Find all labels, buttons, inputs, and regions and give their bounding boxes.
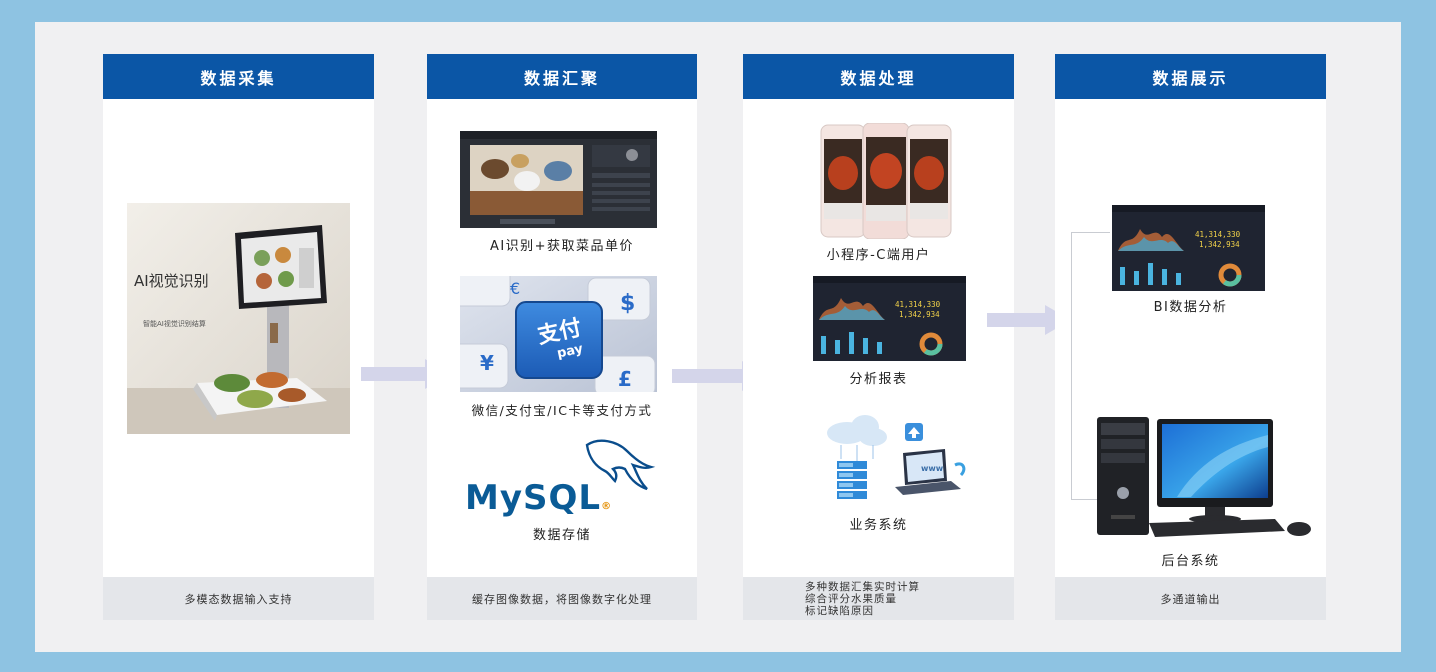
column-footer: 多模态数据输入支持 xyxy=(103,577,374,620)
caption-data-storage: 数据存储 xyxy=(532,528,591,543)
svg-text:¥: ¥ xyxy=(480,351,494,375)
mini-program-phones-image xyxy=(820,123,952,239)
bi-dashboard-image xyxy=(1112,205,1265,291)
caption-payment: 微信/支付宝/IC卡等支付方式 xyxy=(471,403,653,418)
report-stat-primary: 41,314,330 xyxy=(895,300,941,309)
svg-text:€: € xyxy=(510,279,520,298)
footer-line: 标记缺陷原因 xyxy=(805,604,874,617)
caption-backend-system: 后台系统 xyxy=(1161,554,1220,569)
caption-analysis-report: 分析报表 xyxy=(849,372,908,387)
desktop-computer-image xyxy=(1097,417,1311,537)
column-data-collection: 数据采集 xyxy=(103,54,374,620)
web-label: www xyxy=(921,464,944,473)
bi-stat-primary: 41,314,330 xyxy=(1195,230,1241,239)
column-data-display: 数据展示 41,314,330 1,342,934 BI数据分析 xyxy=(1055,54,1326,620)
kiosk-image xyxy=(127,203,350,434)
mysql-logo-text: MySQL xyxy=(465,478,602,518)
caption-mini-program: 小程序-C端用户 xyxy=(826,248,931,263)
caption-business-system: 业务系统 xyxy=(849,518,908,533)
business-system-illustration xyxy=(815,409,981,507)
svg-text:£: £ xyxy=(618,367,632,391)
column-title: 数据汇聚 xyxy=(427,54,697,99)
svg-text:$: $ xyxy=(620,291,635,316)
output-bracket xyxy=(1071,232,1110,500)
payment-keyboard-image: € $ ¥ £ xyxy=(460,276,657,392)
mysql-dolphin-icon xyxy=(585,439,656,491)
column-data-aggregation: 数据汇聚 AI识别+获取菜品单价 xyxy=(427,54,697,620)
caption-bi-analysis: BI数据分析 xyxy=(1153,300,1228,315)
column-footer: 多种数据汇集实时计算 综合评分水果质量 标记缺陷原因 xyxy=(743,577,1014,620)
kiosk-subtitle: 智能AI视觉识别结算 xyxy=(143,320,206,328)
mysql-logo: MySQL® xyxy=(465,478,613,518)
caption-ai-recognition: AI识别+获取菜品单价 xyxy=(489,239,635,254)
footer-line: 综合评分水果质量 xyxy=(805,592,897,605)
footer-line: 多种数据汇集实时计算 xyxy=(805,580,920,593)
flow-arrow-3 xyxy=(987,305,1071,335)
column-data-processing: 数据处理 小程序-C端用户 xyxy=(743,54,1014,620)
column-title: 数据处理 xyxy=(743,54,1014,99)
column-footer: 多通道输出 xyxy=(1055,577,1326,620)
report-stat-secondary: 1,342,934 xyxy=(899,310,940,319)
kiosk-title: AI视觉识别 xyxy=(134,272,209,290)
column-title: 数据展示 xyxy=(1055,54,1326,99)
diagram-panel: 数据采集 xyxy=(35,22,1401,652)
column-title: 数据采集 xyxy=(103,54,374,99)
bi-stat-secondary: 1,342,934 xyxy=(1199,240,1240,249)
ai-recognition-screenshot xyxy=(460,131,657,228)
analysis-report-dashboard xyxy=(813,276,966,361)
column-footer: 缓存图像数据，将图像数字化处理 xyxy=(427,577,697,620)
